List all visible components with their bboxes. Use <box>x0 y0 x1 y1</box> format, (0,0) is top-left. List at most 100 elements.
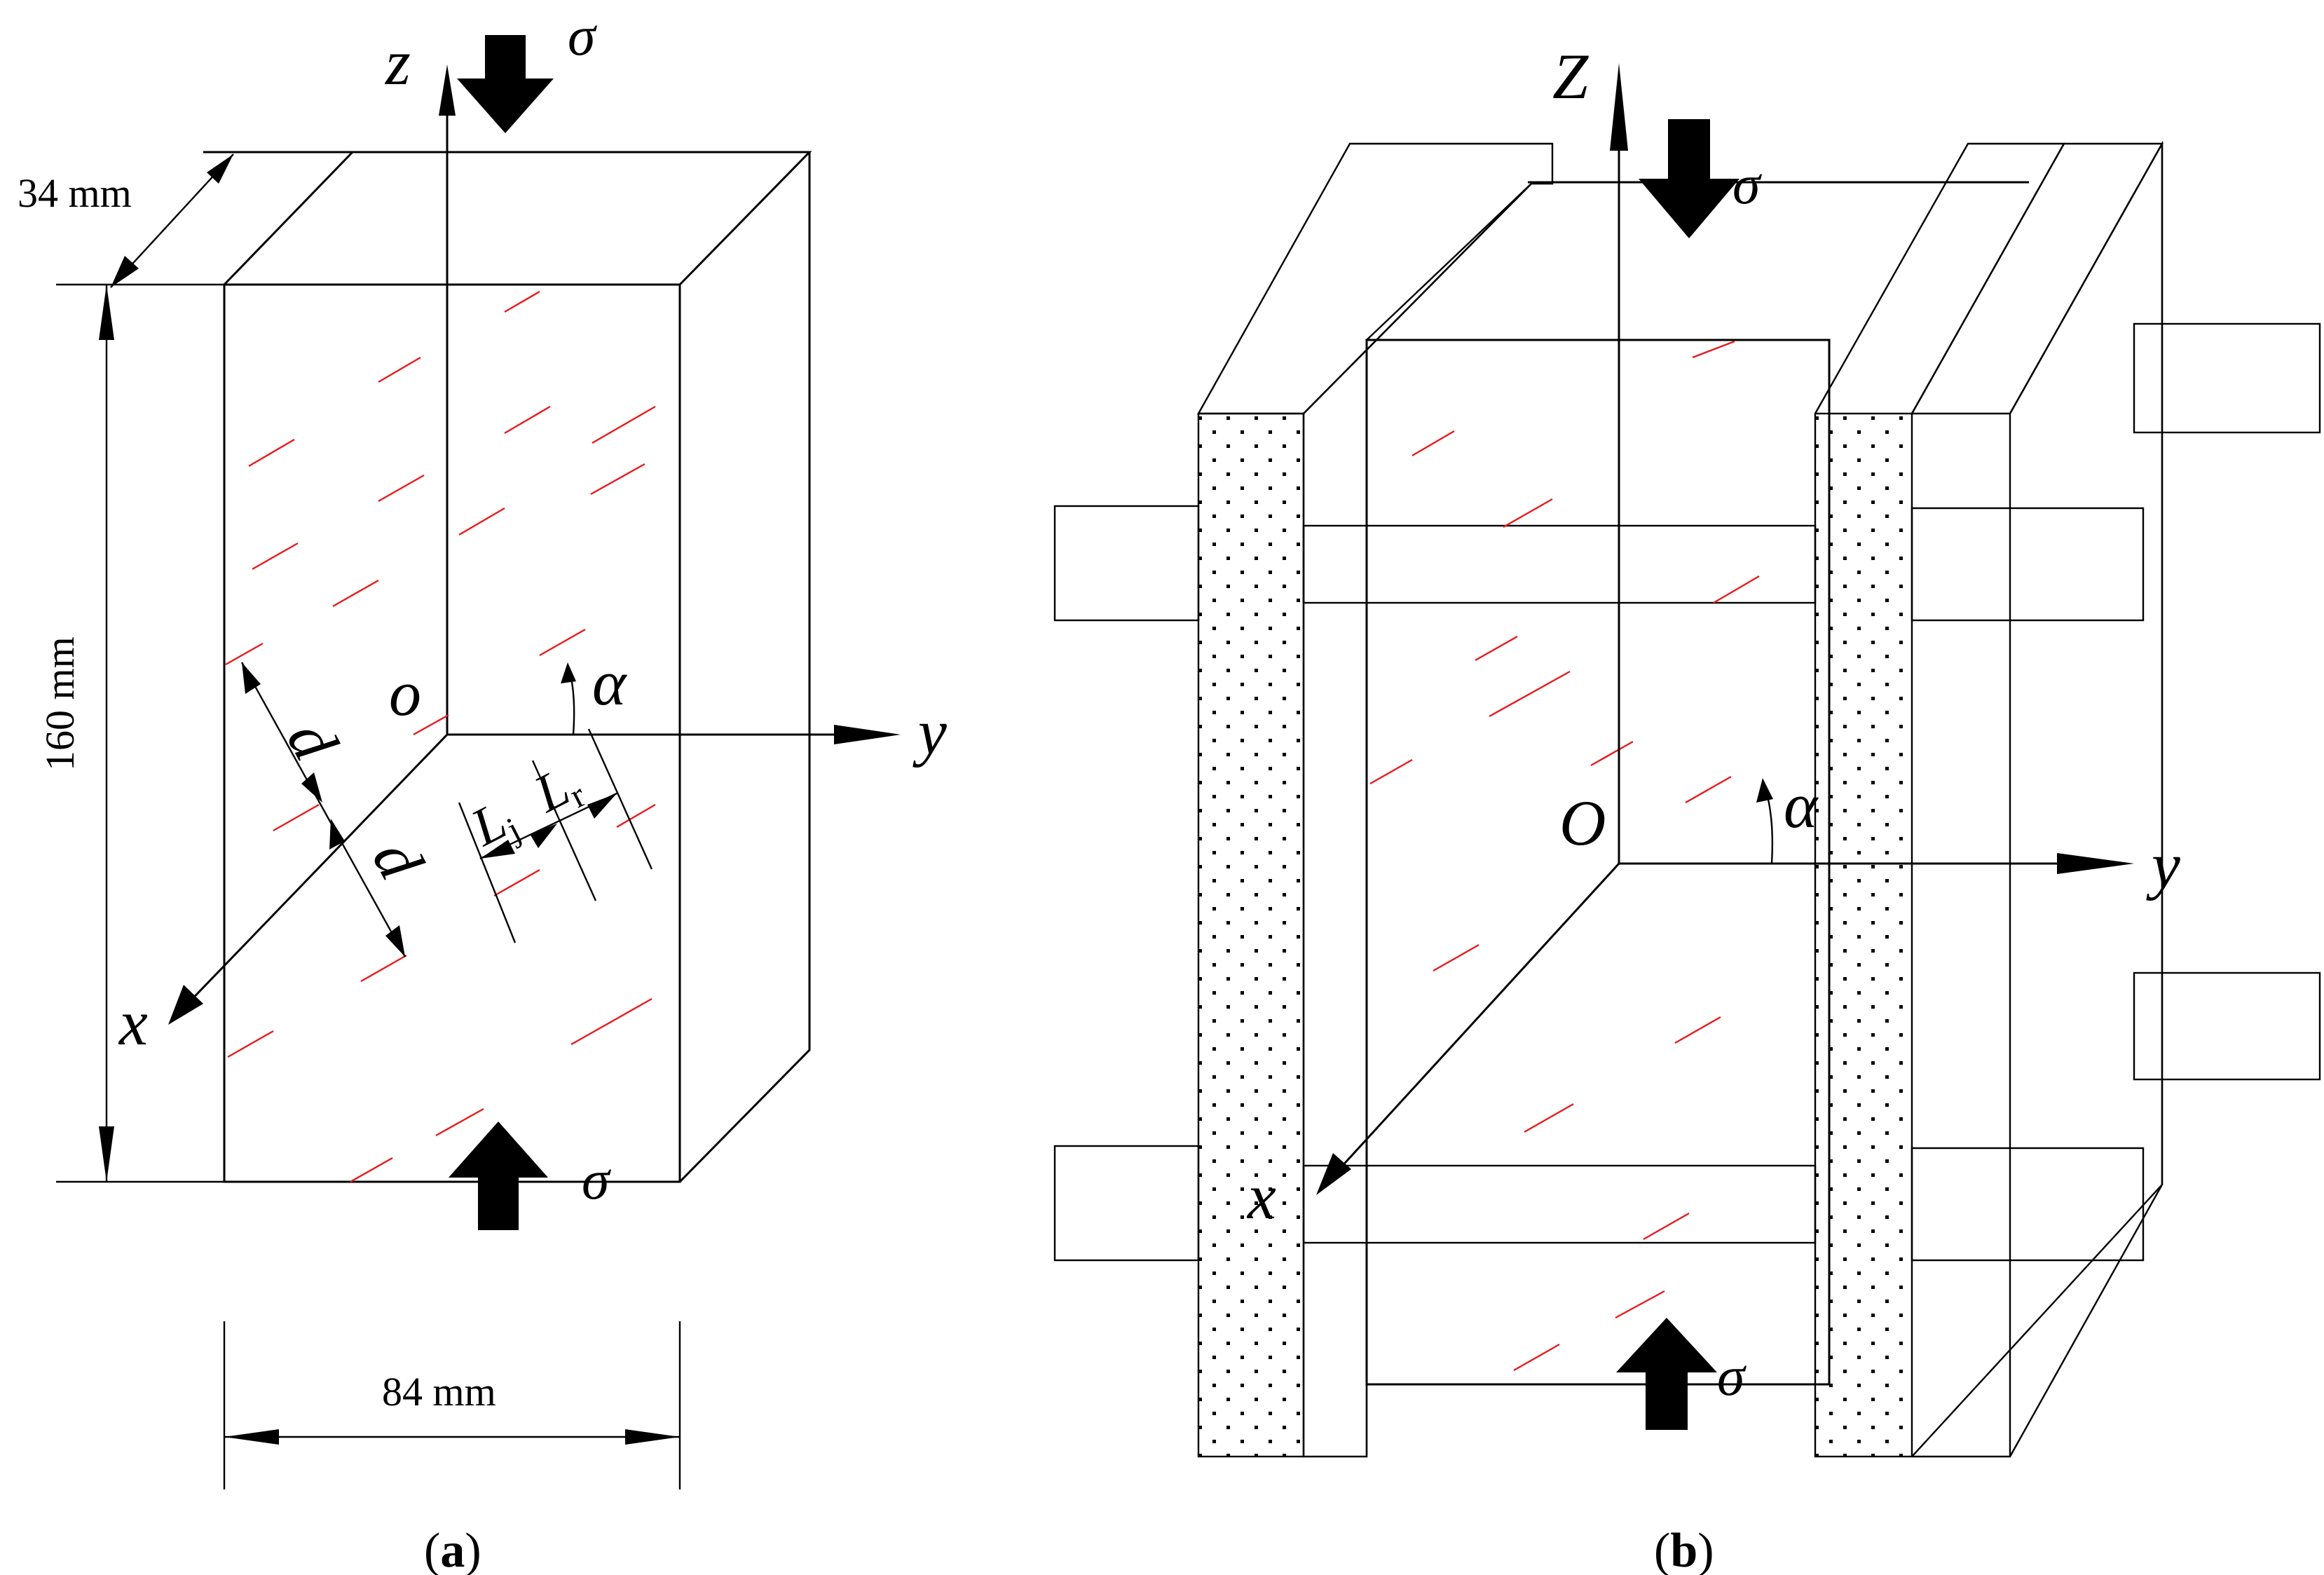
spacing-arrowhead <box>329 819 345 850</box>
left-plate-edge <box>1303 183 1532 414</box>
width-arrowhead <box>625 1429 680 1445</box>
spacing-label-d1: d <box>273 709 352 772</box>
crack <box>1590 740 1634 767</box>
crack <box>227 1030 274 1058</box>
stress-label-top-b: σ <box>1732 154 1762 216</box>
angle-label-b: α <box>1784 770 1819 841</box>
crack <box>458 507 505 536</box>
x-axis-line <box>181 733 449 1011</box>
back-stub-block-top <box>2133 322 2321 434</box>
right-loading-plate <box>1814 140 2164 1458</box>
panel-b-loading-setup: Z σ y x O α σ (b) <box>1053 41 2321 1575</box>
caption-a: (a) <box>424 1524 481 1575</box>
front-bar-bottom-middle <box>1302 1164 1817 1244</box>
specimen-front-face-b <box>1365 339 1831 1386</box>
x-axis-arrowhead-b <box>1316 1153 1351 1195</box>
front-bar-bottom-right-stub <box>1911 1147 2145 1262</box>
z-axis-label: z <box>384 27 411 98</box>
joint-extension-line <box>458 802 517 943</box>
stress-label-bottom: σ <box>582 1150 611 1211</box>
joint-extension-line <box>531 760 597 901</box>
crack <box>1524 1103 1574 1133</box>
origin-label-b: O <box>1559 787 1606 859</box>
angle-arrowhead <box>561 662 576 683</box>
joint-arrowhead <box>530 824 557 848</box>
left-plate-front-dots <box>1198 414 1304 1457</box>
joint-extension-line <box>587 728 653 870</box>
crack <box>570 997 652 1046</box>
crack <box>616 803 656 829</box>
crack <box>1674 1016 1721 1044</box>
front-bar-bottom-left-stub <box>1053 1145 1200 1262</box>
width-arrowhead <box>224 1429 279 1445</box>
y-axis-arrowhead-b <box>2057 853 2134 874</box>
height-arrowhead <box>99 285 114 340</box>
origin-label: o <box>389 657 421 729</box>
stress-arrow-top-b <box>1639 119 1739 238</box>
back-stub-block-bottom <box>2133 971 2321 1081</box>
crack <box>1692 340 1735 359</box>
spacing-arrowhead <box>242 662 261 694</box>
x-axis-line-b <box>1330 862 1620 1179</box>
crack <box>1643 1212 1690 1241</box>
crack <box>360 954 407 983</box>
x-axis-arrowhead <box>168 985 203 1025</box>
crack <box>1685 775 1732 804</box>
z-axis-arrowhead <box>439 64 456 116</box>
caption-b: (b) <box>1654 1524 1714 1575</box>
stress-arrow-bottom <box>449 1121 548 1230</box>
crack <box>350 1157 393 1183</box>
depth-dimension-label: 34 mm <box>18 170 132 216</box>
crack <box>332 579 379 608</box>
spacing-label-d2: d <box>359 829 437 891</box>
crack <box>248 438 295 468</box>
crack <box>435 1107 484 1137</box>
crack <box>592 405 656 444</box>
specimen-top-face <box>223 151 812 286</box>
crack <box>590 463 645 496</box>
crack <box>504 405 551 435</box>
crack <box>225 642 264 666</box>
spacing-arrowhead <box>385 925 405 957</box>
spacing-dimension-line <box>240 662 406 957</box>
crack <box>378 356 421 383</box>
z-axis-label-b: Z <box>1552 41 1589 112</box>
specimen-right-face <box>678 152 811 1183</box>
crack <box>493 868 540 897</box>
left-loading-plate <box>1196 142 1554 1458</box>
left-plate-top <box>1196 142 1554 415</box>
crack <box>539 628 586 657</box>
front-bar-top-middle <box>1302 524 1817 604</box>
left-plate-side <box>1302 183 1532 1458</box>
crack <box>273 803 320 832</box>
width-dimension-label: 84 mm <box>382 1369 496 1414</box>
depth-arrowhead <box>111 256 139 287</box>
z-axis-arrowhead-b <box>1610 63 1628 151</box>
stress-label-bottom-b: σ <box>1717 1346 1747 1407</box>
y-axis-label-b: y <box>2146 829 2180 901</box>
spacing-arrowhead <box>301 772 322 803</box>
x-axis-label: x <box>118 987 148 1058</box>
joint-arrowhead <box>587 793 617 819</box>
crack <box>252 542 299 571</box>
right-plate-edges <box>1814 142 2066 414</box>
y-axis-label: y <box>912 696 947 768</box>
crack <box>1503 498 1553 529</box>
joint-length-label: Lj <box>462 787 527 863</box>
height-arrowhead <box>99 1126 114 1182</box>
angle-arrowhead-b <box>1756 778 1773 803</box>
crack <box>1412 430 1455 457</box>
y-axis-arrowhead <box>834 725 901 744</box>
crack-group-a <box>225 290 656 1183</box>
crack <box>1615 1290 1665 1319</box>
front-bar-top-left-stub <box>1053 505 1200 622</box>
right-plate-edge <box>1911 1184 2163 1457</box>
crack <box>1713 575 1760 604</box>
crack <box>1475 635 1518 662</box>
depth-arrowhead <box>207 154 233 184</box>
angle-label: α <box>592 647 627 718</box>
front-bar-top-right-stub <box>1911 507 2145 622</box>
crack <box>1369 758 1413 785</box>
specimen-front-face <box>223 283 681 1183</box>
